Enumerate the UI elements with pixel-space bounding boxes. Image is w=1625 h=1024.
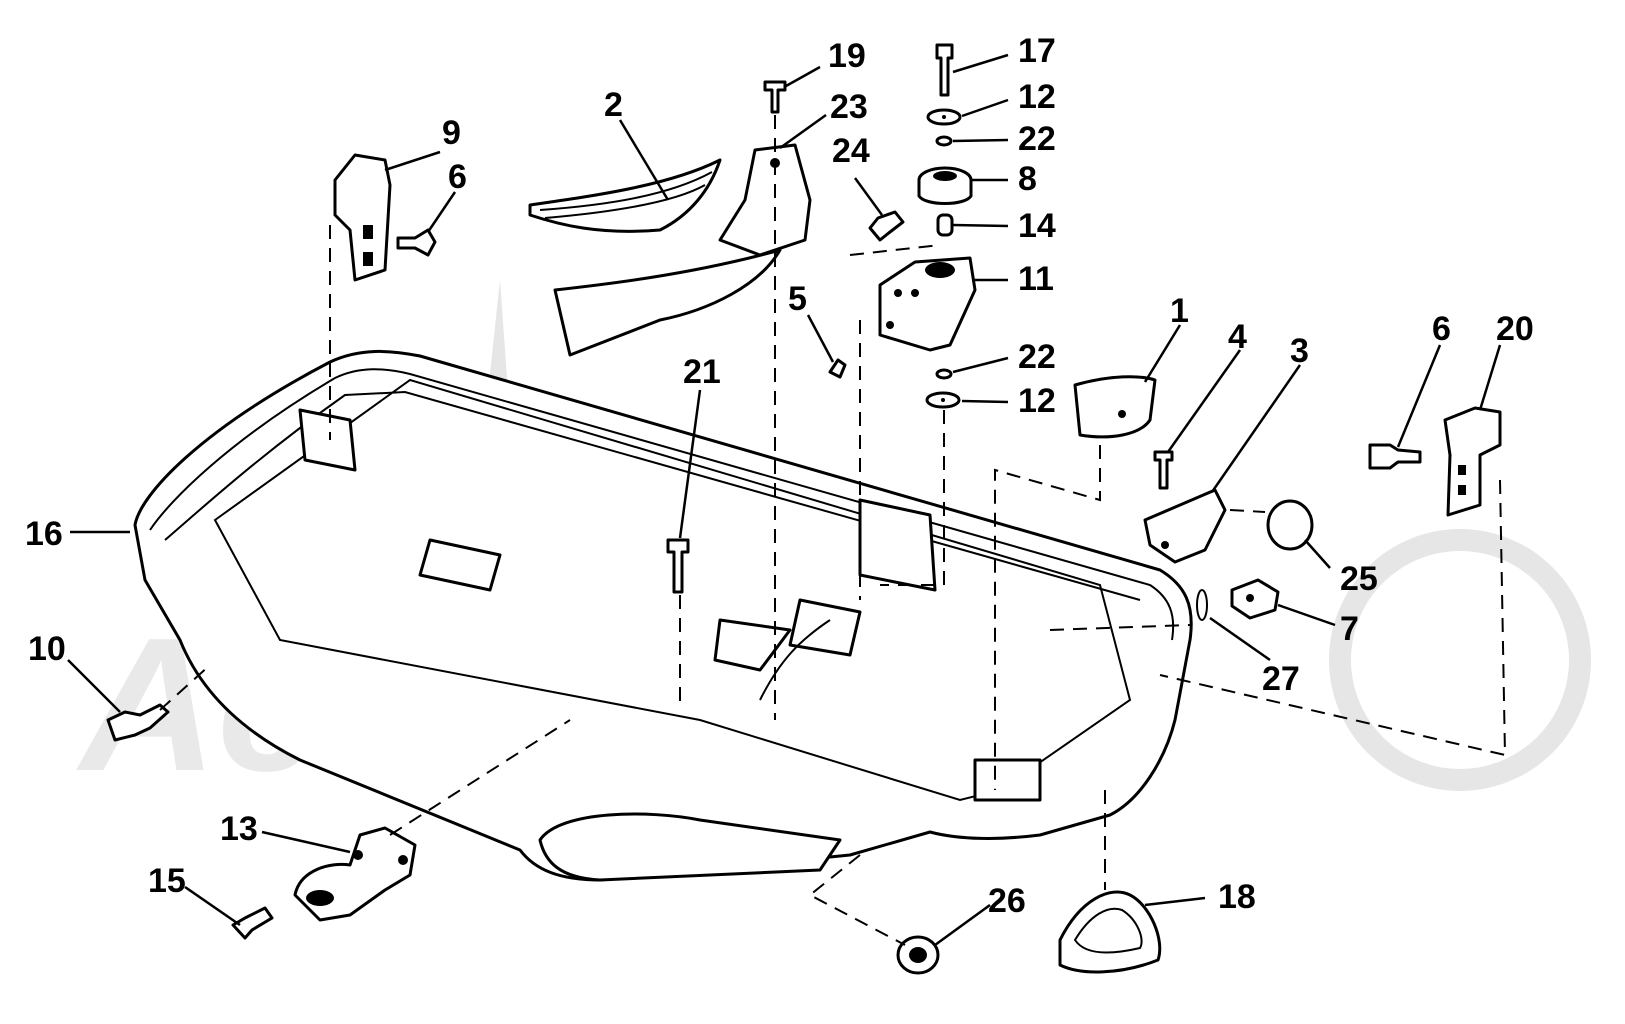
- callout-13: 13: [220, 810, 258, 848]
- bolt-part-21[interactable]: [666, 538, 690, 594]
- washer-part-12-top[interactable]: [926, 108, 962, 126]
- callout-6-right: 6: [1432, 310, 1451, 348]
- callout-23: 23: [830, 88, 868, 126]
- callout-24: 24: [832, 132, 870, 170]
- callout-11: 11: [1018, 260, 1054, 298]
- callout-7: 7: [1340, 610, 1359, 648]
- callout-20: 20: [1496, 310, 1534, 348]
- callout-19: 19: [828, 37, 866, 75]
- washer-part-22-top[interactable]: [935, 135, 953, 147]
- catch-part-7[interactable]: [1230, 578, 1280, 620]
- screw-part-15[interactable]: [231, 906, 274, 940]
- callout-25: 25: [1340, 560, 1378, 598]
- washer-part-12-bottom[interactable]: [925, 391, 961, 409]
- callout-2: 2: [604, 86, 623, 124]
- clip-part-27[interactable]: [1196, 589, 1208, 621]
- trim-strip-part-2[interactable]: [528, 158, 782, 357]
- callout-21: 21: [683, 353, 721, 391]
- watermark-wheel-icon: [1329, 529, 1591, 791]
- bracket-part-9[interactable]: [333, 153, 392, 282]
- callout-4: 4: [1228, 318, 1247, 356]
- bracket-part-23[interactable]: [718, 143, 812, 257]
- bracket-part-20[interactable]: [1443, 406, 1502, 517]
- callout-22-top: 22: [1018, 120, 1056, 158]
- bolt-part-17[interactable]: [935, 43, 954, 97]
- callout-15: 15: [148, 862, 186, 900]
- callout-labels: 1 2 3 4 5 6 6 7 8 9 10 11 12 12 13 14 15…: [25, 32, 1534, 920]
- callout-9: 9: [442, 114, 461, 152]
- callout-12-top: 12: [1018, 78, 1056, 116]
- callout-18: 18: [1218, 878, 1256, 916]
- alignment-lines: [159, 115, 1507, 946]
- plug-part-26[interactable]: [896, 935, 940, 975]
- callout-3: 3: [1290, 332, 1309, 370]
- screw-part-4[interactable]: [1153, 450, 1174, 490]
- leader-lines: [67, 53, 1502, 947]
- cap-part-1[interactable]: [1073, 375, 1157, 439]
- callout-6-left: 6: [448, 158, 467, 196]
- screw-part-24[interactable]: [868, 210, 905, 242]
- callout-1: 1: [1170, 292, 1189, 330]
- latch-part-3[interactable]: [1143, 488, 1227, 564]
- callout-26: 26: [988, 882, 1026, 920]
- callout-22-bottom: 22: [1018, 338, 1056, 376]
- callout-16: 16: [25, 515, 63, 553]
- washer-part-22-bottom[interactable]: [935, 368, 953, 380]
- callout-5: 5: [788, 280, 807, 318]
- knob-part-25[interactable]: [1266, 499, 1314, 551]
- grommet-part-18[interactable]: [1058, 890, 1162, 974]
- callout-8: 8: [1018, 160, 1037, 198]
- screw-part-10[interactable]: [106, 703, 170, 742]
- callout-14: 14: [1018, 207, 1056, 245]
- screw-part-19[interactable]: [763, 80, 787, 114]
- lower-cowl-part-16[interactable]: [133, 349, 1193, 882]
- clamp-part-13[interactable]: [293, 826, 417, 922]
- grommet-part-8[interactable]: [917, 166, 973, 205]
- screw-part-5[interactable]: [828, 358, 847, 379]
- sleeve-part-14[interactable]: [936, 213, 954, 237]
- mount-part-11[interactable]: [878, 256, 977, 352]
- callout-17: 17: [1018, 32, 1056, 70]
- bolt-part-6-left[interactable]: [396, 228, 437, 257]
- bolt-part-6-right[interactable]: [1368, 443, 1422, 470]
- callout-10: 10: [28, 630, 66, 668]
- callout-27: 27: [1262, 660, 1300, 698]
- callout-12-bottom: 12: [1018, 382, 1056, 420]
